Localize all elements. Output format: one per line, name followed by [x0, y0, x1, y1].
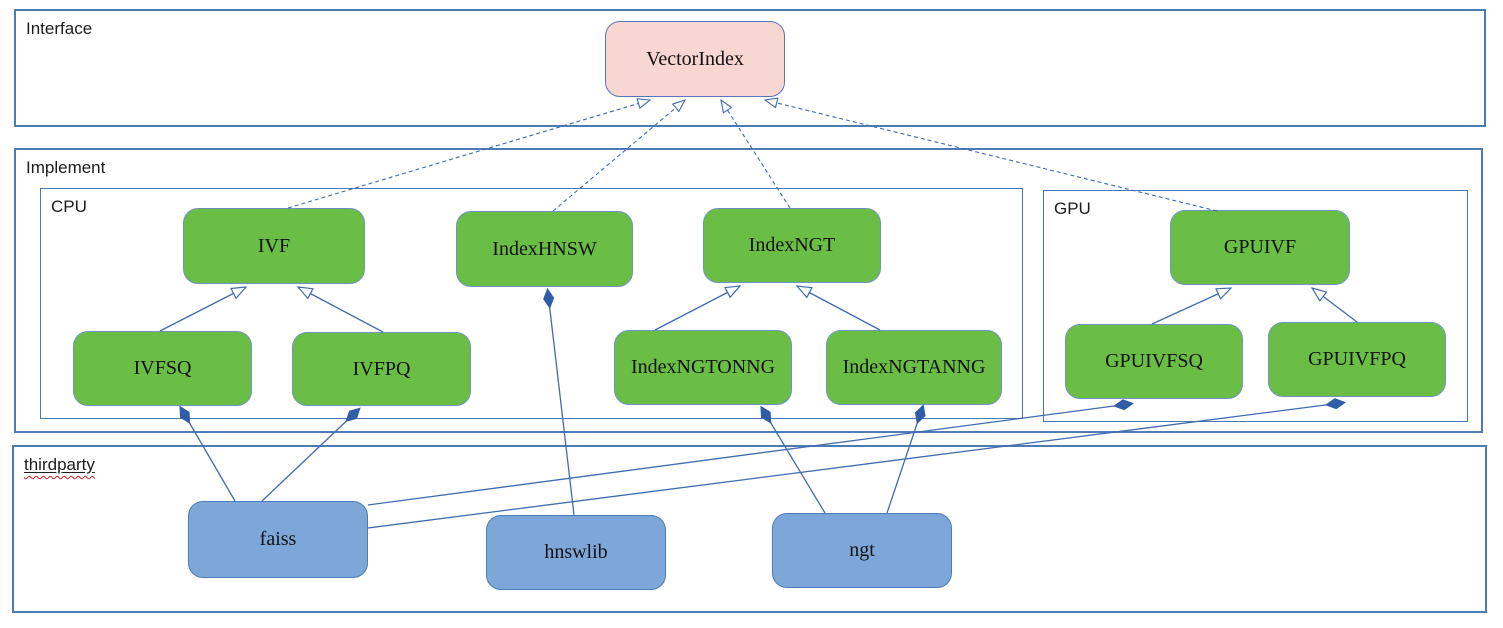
node-gpuivfsq[interactable]: GPUIVFSQ [1065, 324, 1243, 399]
node-indexngtonng[interactable]: IndexNGTONNG [614, 330, 792, 405]
node-ngt[interactable]: ngt [772, 513, 952, 588]
node-hnswlib[interactable]: hnswlib [486, 515, 666, 590]
node-vectorindex[interactable]: VectorIndex [605, 21, 785, 97]
node-indexngtonng-label: IndexNGTONNG [630, 356, 776, 378]
container-gpu-label: GPU [1054, 199, 1091, 218]
spellcheck-squiggle: thirdparty [24, 455, 95, 474]
node-gpuivfpq[interactable]: GPUIVFPQ [1268, 322, 1446, 397]
node-ivfpq-label: IVFPQ [352, 357, 411, 380]
container-cpu-label: CPU [51, 197, 87, 216]
node-indexhnsw-label: IndexHNSW [492, 237, 597, 260]
node-ngt-label: ngt [849, 539, 875, 561]
node-ivfsq-label: IVFSQ [133, 357, 192, 379]
node-vectorindex-label: VectorIndex [646, 47, 744, 70]
node-faiss-label: faiss [259, 528, 297, 550]
node-gpuivfsq-label: GPUIVFSQ [1105, 350, 1203, 372]
node-indexngtanng-label: IndexNGTANNG [842, 356, 986, 378]
container-thirdparty-label: thirdparty [24, 455, 95, 475]
node-gpuivf-label: GPUIVF [1223, 236, 1297, 258]
node-indexhnsw[interactable]: IndexHNSW [456, 211, 633, 287]
node-faiss[interactable]: faiss [188, 501, 368, 578]
node-hnswlib-label: hnswlib [544, 541, 608, 563]
node-ivf[interactable]: IVF [183, 208, 365, 284]
node-ivf-label: IVF [257, 234, 291, 257]
node-gpuivfpq-label: GPUIVFPQ [1308, 348, 1406, 370]
node-indexngt-label: IndexNGT [748, 234, 836, 256]
container-implement-label: Implement [26, 158, 106, 177]
node-gpuivf[interactable]: GPUIVF [1170, 210, 1350, 285]
node-indexngt[interactable]: IndexNGT [703, 208, 881, 283]
container-interface-label: Interface [26, 19, 93, 38]
node-indexngtanng[interactable]: IndexNGTANNG [826, 330, 1002, 405]
node-ivfsq[interactable]: IVFSQ [73, 331, 252, 406]
node-ivfpq[interactable]: IVFPQ [292, 332, 471, 406]
